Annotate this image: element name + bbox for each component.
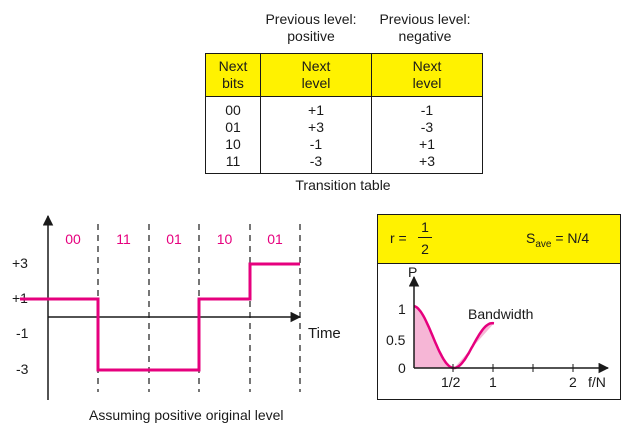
bw-y-tick-1: 1 — [398, 301, 406, 317]
cell-level-positive: -1 — [260, 136, 372, 153]
col-next-bits: Next bits — [205, 53, 261, 97]
s-sub: ave — [535, 238, 552, 250]
header-prev-negative-line1: Previous level: — [379, 11, 471, 27]
bit-group-label: 10 — [217, 231, 233, 247]
table-row: 10 -1 +1 — [205, 136, 483, 153]
y-label-minus1: -1 — [16, 325, 29, 341]
average-signal-rate: Save = N/4 — [526, 230, 589, 250]
cell-level-negative: +1 — [371, 136, 483, 153]
col-next-level-positive: Next level — [260, 53, 372, 97]
ratio-numerator: 1 — [421, 219, 429, 235]
transition-table: Next bits Next level Next level 00 +1 -1… — [205, 53, 483, 174]
ratio-denominator: 2 — [421, 241, 429, 257]
cell-bits: 01 — [205, 119, 261, 136]
ratio-label: r = — [390, 230, 407, 246]
cell-bits: 11 — [205, 153, 261, 174]
header-prev-positive: Previous level: positive — [256, 11, 366, 45]
bw-y-tick-0: 0 — [398, 360, 406, 376]
header-prev-positive-line2: positive — [287, 28, 335, 44]
s-main: S — [526, 230, 536, 246]
header-prev-positive-line1: Previous level: — [265, 11, 357, 27]
col-next-level-positive-line2: level — [301, 75, 331, 91]
bandwidth-chart: P 1 0.5 0 1/2 1 2 f/N Bandwidth — [386, 264, 610, 390]
bandwidth-box-header: r = 1 2 Save = N/4 — [378, 215, 620, 264]
cell-level-positive: -3 — [260, 153, 372, 174]
cell-level-negative: +3 — [371, 153, 483, 174]
bit-group-label: 00 — [65, 231, 81, 247]
s-rest: = N/4 — [551, 230, 590, 246]
cell-level-positive: +3 — [260, 119, 372, 136]
col-next-level-negative-line2: level — [412, 75, 442, 91]
bw-y-axis-label: P — [408, 264, 417, 280]
bit-group-label: 01 — [267, 231, 283, 247]
cell-level-negative: -1 — [371, 96, 483, 119]
time-axis-label: Time — [308, 325, 341, 342]
bw-x-tick-2: 2 — [569, 374, 577, 390]
bw-x-tick-1: 1 — [489, 374, 497, 390]
bw-x-axis-label: f/N — [588, 374, 606, 390]
bit-boundaries — [97, 224, 301, 392]
cell-bits: 00 — [205, 96, 261, 119]
table-row: 11 -3 +3 — [205, 153, 483, 174]
bandwidth-label: Bandwidth — [468, 306, 533, 322]
cell-level-positive: +1 — [260, 96, 372, 119]
header-prev-negative: Previous level: negative — [370, 11, 480, 45]
signal-waveform — [20, 262, 300, 372]
bandwidth-box: r = 1 2 Save = N/4 P 1 0.5 0 1/2 1 2 f/N… — [377, 214, 621, 400]
col-next-level-negative: Next level — [371, 53, 483, 97]
bandwidth-fill — [414, 306, 494, 368]
table-caption: Transition table — [295, 177, 391, 193]
cell-bits: 10 — [205, 136, 261, 153]
bit-group-label: 01 — [166, 231, 182, 247]
y-label-plus3: +3 — [12, 255, 28, 271]
bit-group-labels: 00 11 01 10 01 — [65, 231, 283, 247]
col-next-bits-line1: Next — [218, 58, 248, 74]
ratio-fraction-bar — [418, 237, 432, 238]
table-row: 00 +1 -1 — [205, 96, 483, 119]
col-next-level-negative-line1: Next — [412, 58, 442, 74]
bit-group-label: 11 — [116, 231, 131, 247]
cell-level-negative: -3 — [371, 119, 483, 136]
table-row: 01 +3 -3 — [205, 119, 483, 136]
col-next-level-positive-line1: Next — [301, 58, 331, 74]
bw-x-tick-half: 1/2 — [441, 374, 461, 390]
bw-y-tick-half: 0.5 — [386, 332, 406, 348]
header-prev-negative-line2: negative — [398, 28, 452, 44]
signal-caption: Assuming positive original level — [89, 407, 284, 423]
y-label-minus3: -3 — [16, 361, 29, 377]
col-next-bits-line2: bits — [222, 75, 244, 91]
